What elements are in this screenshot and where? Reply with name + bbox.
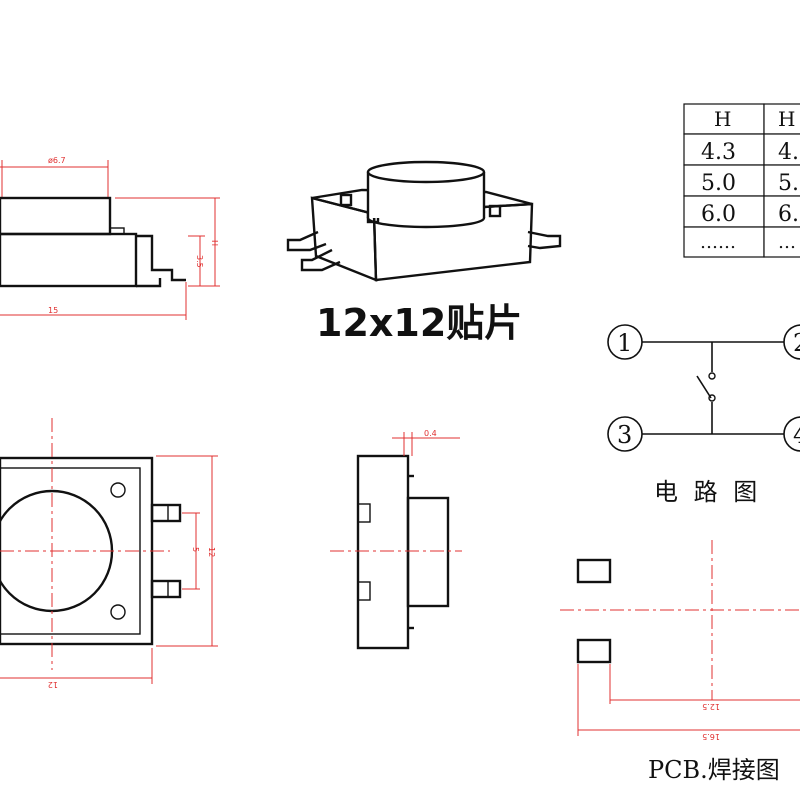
pcb-footprint: 12.5 16.5 PCB.焊接图: [560, 540, 800, 784]
dim-pin-pitch: 5: [191, 547, 200, 552]
pin-label-2: 2: [793, 329, 800, 357]
dim-body-height: 3.5: [195, 255, 204, 268]
switch-3d-illustration: [286, 160, 562, 282]
table-header-h2: H: [778, 107, 795, 131]
dim-height-h: H: [210, 240, 219, 246]
table-cell: ……: [700, 232, 736, 253]
circuit-diagram: 1 2 3 4 电 路 图: [607, 324, 800, 506]
table-cell: 5.0: [701, 171, 736, 196]
pcb-caption: PCB.焊接图: [648, 756, 780, 784]
pin-label-3: 3: [617, 421, 632, 449]
dim-pcb-inner: 12.5: [702, 702, 720, 711]
side-view: ø6.7 H 3.5 15: [0, 156, 220, 320]
pin-label-4: 4: [793, 421, 800, 449]
dim-length: 15: [48, 306, 58, 315]
dim-height-12: 12: [207, 547, 216, 557]
pin-label-1: 1: [617, 329, 632, 357]
circuit-caption: 电 路 图: [654, 478, 761, 506]
table-cell: 6.0: [701, 202, 736, 227]
dim-width-12: 12: [48, 680, 58, 689]
dim-pcb-outer: 16.5: [702, 732, 720, 741]
table-cell: 5.: [778, 171, 799, 196]
height-table: H H 4.3 4. 5.0 5. 6.0 6. …… …: [683, 103, 800, 258]
table-cell: 6.: [778, 202, 799, 227]
dim-diameter: ø6.7: [48, 156, 66, 165]
table-cell: 4.: [778, 140, 799, 165]
table-header-h: H: [714, 107, 731, 131]
dim-lead: 0.4: [424, 429, 437, 438]
product-title: 12x12贴片: [316, 301, 522, 345]
table-cell: 4.3: [701, 140, 736, 165]
end-view: 0.4: [330, 429, 462, 650]
top-view: 5 12 12: [0, 418, 218, 689]
table-cell: …: [778, 232, 796, 253]
